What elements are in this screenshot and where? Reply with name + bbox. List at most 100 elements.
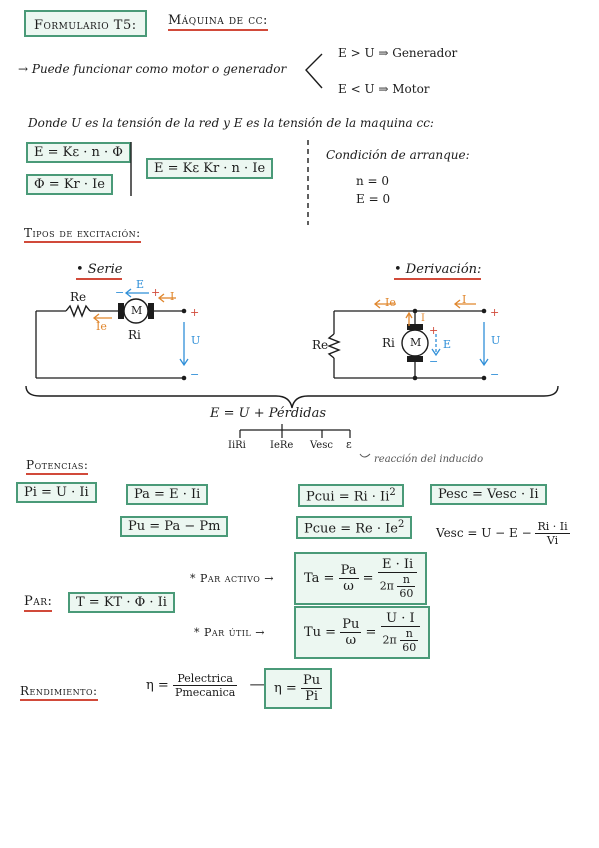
formula-torque: T = KT · Φ · Ii xyxy=(68,592,175,613)
der-e-label: E xyxy=(443,338,452,351)
losses-tree xyxy=(239,424,351,438)
par-activo-label: * Par activo → xyxy=(190,572,274,585)
where-text: Donde U es la tensión de la red y E es l… xyxy=(28,116,434,130)
formula-pu-text: Pu = Pa − Pm xyxy=(128,519,221,534)
eta-frac: Pelectrica Pmecanica xyxy=(172,672,238,699)
tu-num2: U · I xyxy=(380,611,421,627)
serie-minus: − xyxy=(190,368,200,381)
derivacion-label: • Derivación: xyxy=(394,262,482,280)
formula-torque-text: T = KT · Φ · Ii xyxy=(76,595,167,610)
pcui-exp: 2 xyxy=(389,487,396,498)
ta-lhs: Ta = xyxy=(304,571,335,586)
formula-pesc-text: Pesc = Vesc · Ii xyxy=(438,487,539,502)
formula-pcui: Pcui = Ri · Ii2 xyxy=(298,484,404,508)
tu-eq: = xyxy=(365,625,377,640)
efficiency-boxed: η = Pu Pi xyxy=(264,668,333,709)
vesc-den: Vi xyxy=(546,534,559,547)
potencias-heading: Potencias: xyxy=(26,458,89,475)
eta-num: Pelectrica xyxy=(172,672,238,686)
tu-frac1: Pu ω xyxy=(340,617,362,648)
eta-lhs: η = xyxy=(146,678,169,693)
serie-label: • Serie xyxy=(76,262,123,280)
loss-iiri: IiRi xyxy=(228,440,246,451)
serie-u: U xyxy=(191,334,201,347)
circuits-brace xyxy=(25,385,559,409)
ta-frac1: Pa ω xyxy=(338,563,359,594)
der-plus: + xyxy=(490,306,500,319)
start-n: n = 0 xyxy=(356,174,390,188)
par-heading: Par: xyxy=(24,594,53,612)
formula-pi-text: Pi = U · Ii xyxy=(24,485,89,500)
der-plus-motor: + xyxy=(429,324,439,337)
serie-re: Re xyxy=(70,290,87,304)
formula-vesc: Vesc = U − E − Ri · Ii Vi xyxy=(436,520,570,547)
serie-ie: Ie xyxy=(96,320,107,333)
ta-num2: E · Ii xyxy=(377,557,418,573)
tu-den: ω xyxy=(345,633,357,648)
title-box: Formulario T5: xyxy=(24,10,147,37)
tu-60: 60 xyxy=(402,641,417,654)
tu-n: n xyxy=(400,627,419,641)
formula-pi: Pi = U · Ii xyxy=(16,482,97,503)
eta-boxed-frac: Pu Pi xyxy=(300,673,323,704)
der-re: Re xyxy=(312,338,329,352)
serie-m: M xyxy=(131,304,143,317)
vesc-lhs: Vesc = U − E − xyxy=(436,526,532,540)
formula-combined: E = Kε Kr · n · Ie xyxy=(146,158,274,179)
serie-minus-e: − xyxy=(115,286,125,299)
vesc-fraction: Ri · Ii Vi xyxy=(535,520,570,547)
loss-epsilon: ε xyxy=(346,438,352,451)
ta-eq: = xyxy=(362,571,374,586)
eta-den: Pmecanica xyxy=(174,686,236,699)
loss-vesc: Vesc xyxy=(310,440,333,451)
title-topic: Máquina de cc: xyxy=(168,13,268,31)
rendimiento-heading: Rendimiento: xyxy=(20,684,98,701)
case-generator: E > U ⇒ Generador xyxy=(338,46,458,60)
serie-i: I xyxy=(170,290,175,303)
ta-num: Pa xyxy=(338,563,359,579)
ta-den: ω xyxy=(343,579,354,594)
reaction-arrow xyxy=(359,453,371,458)
reaction-note: reacción del inducido xyxy=(374,454,484,465)
tu-2pi: 2π xyxy=(382,633,397,647)
formula-pcue-text: Pcue = Re · Ie xyxy=(304,521,398,537)
der-ri: Ri xyxy=(382,336,395,350)
pcue-exp: 2 xyxy=(397,519,405,530)
resistor-re-serie xyxy=(65,304,91,318)
formula-pa: Pa = E · Ii xyxy=(126,484,209,505)
formula-pu: Pu = Pa − Pm xyxy=(120,516,229,537)
excitacion-heading: Tipos de excitación: xyxy=(24,226,141,243)
formula-pesc: Pesc = Vesc · Ii xyxy=(430,484,547,505)
formula-phi: Φ = Kr · Ie xyxy=(26,174,113,195)
eta-boxed-lhs: η = xyxy=(274,681,297,696)
tu-num: Pu xyxy=(340,617,362,633)
ta-60: 60 xyxy=(399,587,414,600)
serie-plus-e: + xyxy=(151,286,161,299)
der-minus-motor: − xyxy=(429,355,439,368)
formula-e: E = Kε · n · Φ xyxy=(26,142,131,163)
ta-2pi: 2π xyxy=(379,579,394,593)
loss-iere: IeRe xyxy=(270,440,294,451)
page-title: Formulario T5: xyxy=(34,18,137,33)
formula-phi-text: Φ = Kr · Ie xyxy=(34,177,105,192)
start-label: Condición de arranque: xyxy=(326,148,470,162)
intro-text: → Puede funcionar como motor o generador xyxy=(18,62,287,76)
formula-pcue: Pcue = Re · Ie2 xyxy=(296,516,413,540)
der-u: U xyxy=(491,334,501,347)
intro-brace xyxy=(305,53,323,89)
eta-boxed-num: Pu xyxy=(300,673,323,689)
serie-plus: + xyxy=(190,306,200,319)
eta-boxed-den: Pi xyxy=(305,689,318,704)
efficiency-formula: η = Pelectrica Pmecanica ⟶ xyxy=(146,672,268,699)
serie-ri: Ri xyxy=(128,328,141,342)
resistor-re-derivacion xyxy=(327,333,341,359)
